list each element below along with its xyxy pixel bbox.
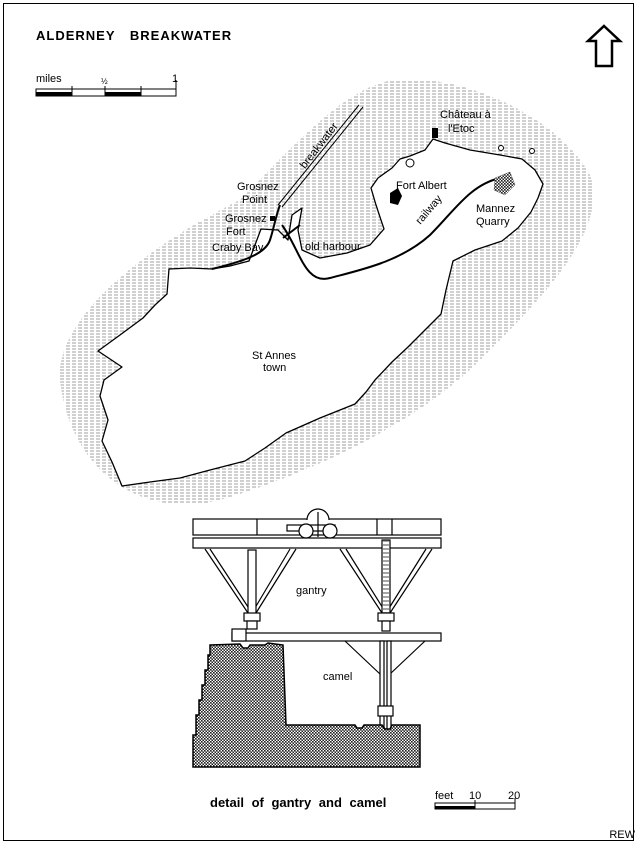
scale-10-feet: 10 — [469, 790, 482, 802]
label-grosnez-fort-1: Grosnez — [225, 213, 267, 225]
islet — [405, 158, 415, 168]
scale-one-mile: 1 — [172, 73, 179, 85]
label-chateau: Château à — [440, 109, 491, 121]
scale-unit-feet: feet — [435, 790, 454, 802]
label-craby-bay: Craby Bay — [212, 242, 264, 254]
label-fort-albert: Fort Albert — [396, 180, 447, 192]
railway-line — [211, 177, 501, 280]
label-town: town — [263, 362, 287, 374]
label-camel: camel — [323, 671, 353, 683]
island-alderney — [97, 138, 544, 487]
label-etoc: l'Etoc — [448, 123, 475, 135]
diagram-caption: detail of gantry and camel — [210, 795, 387, 810]
label-quarry: Quarry — [476, 216, 510, 228]
label-grosnez-point-2: Point — [242, 194, 268, 206]
scale-20-feet: 20 — [508, 790, 521, 802]
scale-half-mile: ½ — [101, 77, 108, 86]
credit-initials: REW — [609, 829, 635, 841]
north-arrow-icon — [584, 24, 624, 68]
breakwater-masonry — [192, 642, 421, 768]
label-st-annes: St Annes — [252, 350, 297, 362]
map-title: ALDERNEY BREAKWATER — [36, 28, 233, 43]
feet-scale-bar — [434, 798, 516, 810]
page-border — [3, 3, 634, 841]
grosnez-fort-marker — [270, 216, 275, 221]
label-grosnez-point-1: Grosnez — [237, 181, 279, 193]
scale-unit-miles: miles — [36, 73, 62, 85]
islet — [498, 145, 504, 151]
label-grosnez-fort-2: Fort — [226, 226, 246, 238]
mannez-quarry-marker — [493, 171, 516, 196]
breakwater-line — [277, 104, 364, 208]
label-gantry: gantry — [296, 585, 327, 597]
islet — [529, 148, 535, 154]
gantry-diagram — [192, 508, 442, 734]
label-old-harbour: old harbour — [305, 241, 361, 253]
miles-scale-bar — [35, 80, 177, 97]
fort-albert-marker — [390, 188, 402, 205]
chateau-marker — [432, 128, 438, 138]
label-mannez: Mannez — [476, 203, 516, 215]
